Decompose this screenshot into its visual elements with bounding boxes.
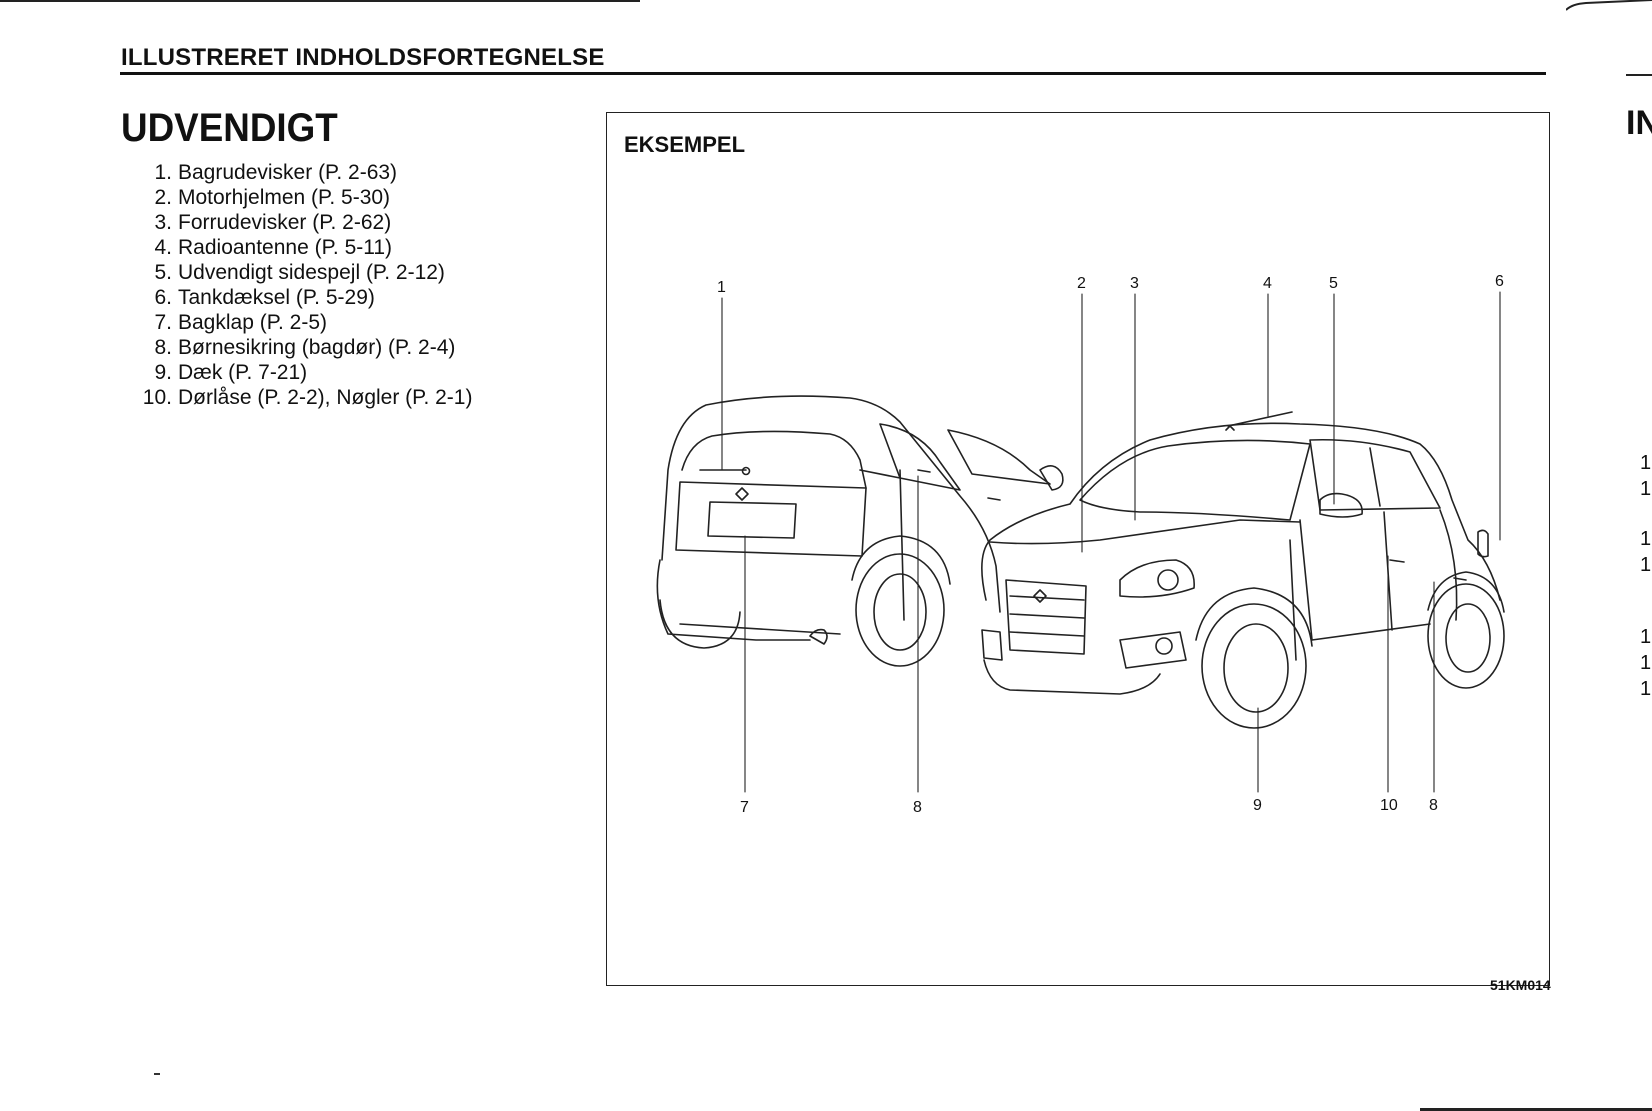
list-item: 6. Tankdæksel (P. 5-29) [134, 285, 472, 310]
item-label: Dørlåse (P. 2-2), Nøgler (P. 2-1) [178, 386, 473, 409]
callout-8-rear: 8 [913, 799, 922, 816]
next-page-number: 1 [1640, 452, 1652, 474]
item-label: Tankdæksel (P. 5-29) [178, 286, 375, 309]
header-rule [120, 72, 1546, 75]
item-label: Bagklap (P. 2-5) [178, 311, 328, 334]
callout-3: 3 [1130, 275, 1139, 292]
item-label: Radioantenne (P. 5-11) [178, 236, 393, 259]
callout-10: 10 [1380, 797, 1398, 814]
next-page-number: 1 [1640, 528, 1652, 550]
item-label: Forrudevisker (P. 2-62) [178, 211, 392, 234]
next-page-heading: IN [1626, 104, 1652, 142]
list-item: 2. Motorhjelmen (P. 5-30) [134, 185, 472, 210]
callout-4: 4 [1263, 275, 1272, 292]
figure-label: EKSEMPEL [624, 132, 746, 157]
callout-8-side: 8 [1429, 797, 1438, 814]
list-item: 1. Bagrudevisker (P. 2-63) [134, 160, 472, 185]
item-number: 3. [154, 211, 172, 234]
next-page-number: 1 [1640, 652, 1652, 674]
list-item: 8. Børnesikring (bagdør) (P. 2-4) [134, 335, 472, 360]
section-title: UDVENDIGT [121, 106, 338, 150]
page-header-title: ILLUSTRERET INDHOLDSFORTEGNELSE [121, 44, 605, 71]
next-page-number: 1 [1640, 678, 1652, 700]
item-label: Motorhjelmen (P. 5-30) [178, 186, 391, 209]
item-label: Bagrudevisker (P. 2-63) [178, 161, 398, 184]
corner-mark [1566, 0, 1652, 11]
list-item: 7. Bagklap (P. 2-5) [134, 310, 472, 335]
list-item: 4. Radioantenne (P. 5-11) [134, 235, 472, 260]
item-number: 7. [154, 311, 172, 334]
margin-dash [154, 1073, 160, 1075]
item-number: 5. [154, 261, 172, 284]
item-label: Dæk (P. 7-21) [178, 361, 308, 384]
next-page-rule [1626, 74, 1652, 76]
next-page-number: 1 [1640, 554, 1652, 576]
item-number: 8. [154, 336, 172, 359]
list-item: 9. Dæk (P. 7-21) [134, 360, 472, 385]
item-number: 10. [142, 386, 172, 409]
top-edge-rule [0, 0, 640, 2]
bottom-edge-rule [1420, 1108, 1652, 1111]
item-number: 6. [154, 286, 172, 309]
item-number: 9. [154, 361, 172, 384]
list-item: 5. Udvendigt sidespejl (P. 2-12) [134, 260, 472, 285]
callout-1: 1 [717, 279, 726, 296]
callout-2: 2 [1077, 275, 1086, 292]
parts-list: 1. Bagrudevisker (P. 2-63) 2. Motorhjelmen… [134, 160, 473, 410]
item-label: Børnesikring (bagdør) (P. 2-4) [178, 336, 456, 359]
callout-6: 6 [1495, 273, 1504, 290]
item-number: 2. [154, 186, 172, 209]
next-page-number: 1 [1640, 478, 1652, 500]
item-number: 4. [154, 236, 172, 259]
item-label: Udvendigt sidespejl (P. 2-12) [178, 261, 445, 284]
callout-leader-lines [721, 291, 1501, 793]
callout-5: 5 [1329, 275, 1338, 292]
front-view-car-drawing [981, 411, 1505, 729]
callout-7: 7 [740, 799, 749, 816]
figure-code: 51KM014 [1490, 977, 1551, 993]
list-item: 10. Dørlåse (P. 2-2), Nøgler (P. 2-1) [134, 385, 473, 410]
figure-frame [606, 112, 1550, 986]
callout-9: 9 [1253, 797, 1262, 814]
rear-view-car-drawing [656, 395, 1064, 667]
next-page-number: 1 [1640, 626, 1652, 648]
item-number: 1. [154, 161, 172, 184]
list-item: 3. Forrudevisker (P. 2-62) [134, 210, 472, 235]
